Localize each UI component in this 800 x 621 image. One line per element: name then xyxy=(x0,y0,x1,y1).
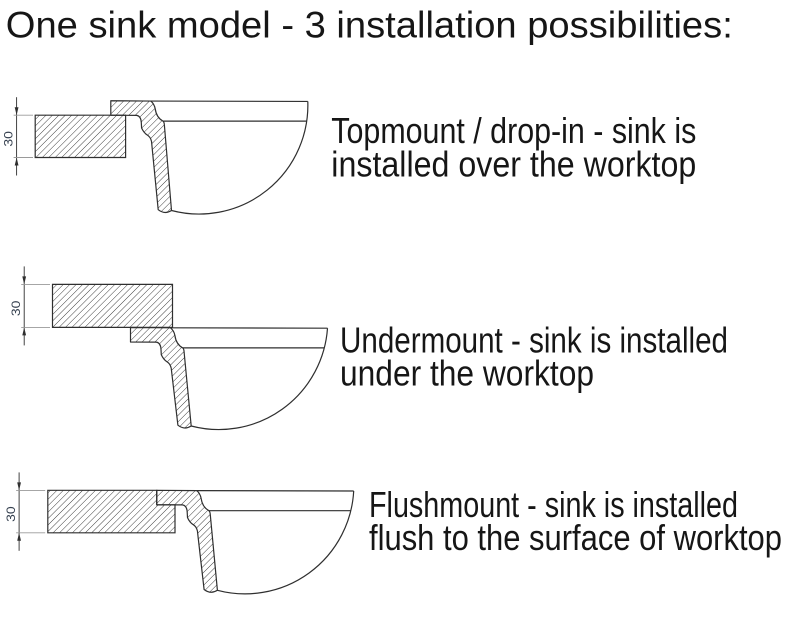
dim-label-topmount: 30 xyxy=(2,131,16,147)
worktop-section-flushmount xyxy=(47,489,176,534)
dim-arrow-bottom-flushmount xyxy=(17,532,21,541)
caption-flushmount-line2: flush to the surface of worktop xyxy=(369,517,782,558)
worktop-section-undermount xyxy=(51,283,174,328)
bowl-arc-topmount xyxy=(171,101,309,215)
caption-topmount-line2: installed over the worktop xyxy=(331,143,696,184)
caption-undermount-line2: under the worktop xyxy=(340,352,594,393)
dim-arrow-bottom-undermount xyxy=(22,327,27,336)
worktop-section-topmount xyxy=(34,114,127,159)
dim-arrow-bottom-topmount xyxy=(14,157,19,166)
caption-undermount-line1: Undermount - sink is installed xyxy=(340,319,728,360)
dim-label-undermount: 30 xyxy=(9,300,23,316)
bowl-arc-undermount xyxy=(191,328,329,431)
dim-label-flushmount: 30 xyxy=(4,506,18,522)
dimension-labels: 30 30 30 xyxy=(2,131,24,522)
caption-flushmount-line1: Flushmount - sink is installed xyxy=(369,484,738,525)
captions: Topmount / drop-in - sink is installed o… xyxy=(331,110,782,558)
page-title: One sink model - 3 installation possibil… xyxy=(6,4,733,46)
dim-arrow-top-flushmount xyxy=(17,482,21,491)
sink-cut-section-undermount xyxy=(129,326,192,429)
sink-cut-section-topmount xyxy=(110,100,173,214)
sink-cut-section-flushmount xyxy=(156,489,218,593)
dim-arrow-top-topmount xyxy=(14,107,19,116)
dim-arrow-top-undermount xyxy=(22,276,27,285)
bowl-arc-flushmount xyxy=(217,490,355,595)
caption-topmount-line1: Topmount / drop-in - sink is xyxy=(331,110,696,151)
drawing-layer xyxy=(13,97,355,595)
